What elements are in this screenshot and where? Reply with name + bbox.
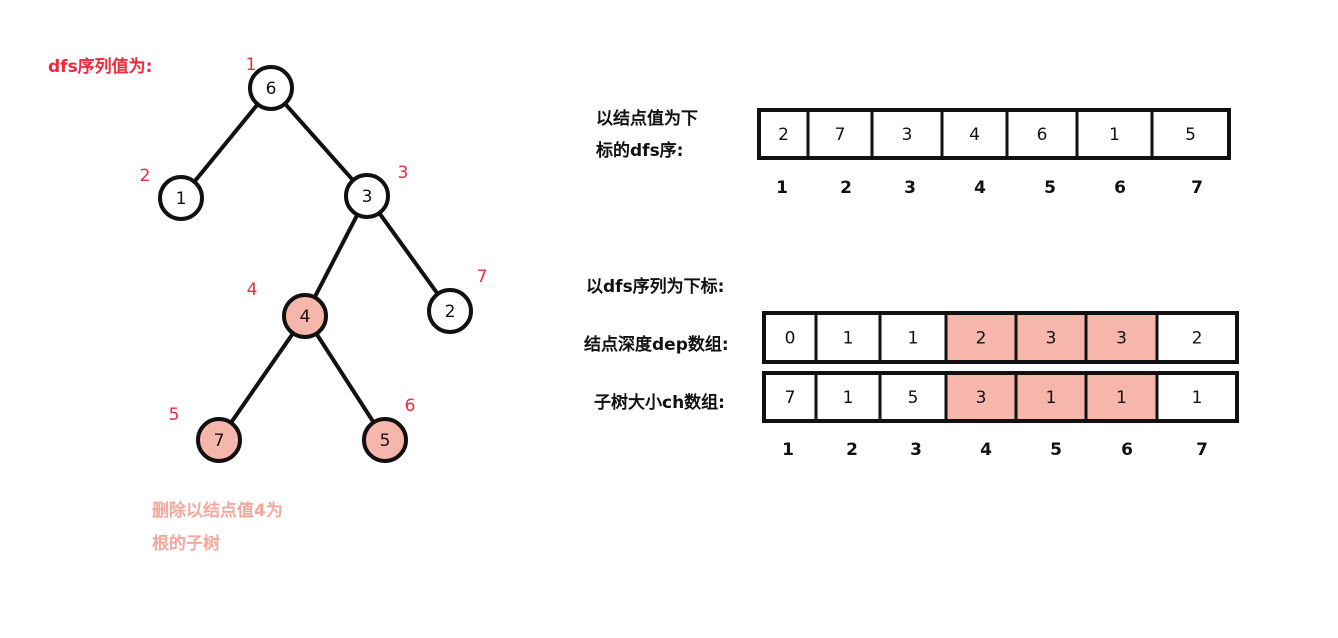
- dfs-order-label: 2: [140, 166, 151, 186]
- array-cell-value: 1: [1046, 388, 1057, 408]
- array-cell-value: 3: [1116, 329, 1127, 349]
- dep-array: 0 1 1 2 3 3 2: [762, 311, 1239, 364]
- array-border: [762, 371, 1239, 423]
- array2-index: 7: [1196, 440, 1208, 460]
- array-cell-value: 1: [1109, 125, 1120, 145]
- array1-index: 5: [1044, 178, 1056, 198]
- tree-node-value: 6: [266, 79, 277, 99]
- delete-note-line1: 删除以结点值4为: [152, 501, 283, 521]
- ch-array-label: 子树大小ch数组:: [594, 393, 725, 413]
- array1-index: 4: [974, 178, 986, 198]
- array-cell-value: 1: [1116, 388, 1127, 408]
- array-cell-value: 2: [976, 329, 987, 349]
- array-cell-value: 3: [902, 125, 913, 145]
- array1-index: 1: [776, 178, 788, 198]
- array-cell-value: 1: [843, 329, 854, 349]
- array-cell-value: 1: [843, 388, 854, 408]
- tree-node-value: 5: [380, 431, 391, 451]
- dfs-order-array: 2 7 3 4 6 1 5: [757, 108, 1231, 160]
- tree-node: [427, 288, 473, 334]
- dfs-order-label: 1: [246, 55, 257, 75]
- tree-node-value: 1: [176, 189, 187, 209]
- tree-node: [362, 417, 408, 463]
- array1-index: 7: [1191, 178, 1203, 198]
- array-cell-value: 4: [969, 125, 980, 145]
- array2-index: 2: [846, 440, 858, 460]
- array-cell-value: 7: [835, 125, 846, 145]
- tree-edge: [377, 211, 440, 296]
- array2-index: 5: [1050, 440, 1062, 460]
- array-cell-value: 5: [908, 388, 919, 408]
- array1-label-line1: 以结点值为下: [596, 109, 698, 129]
- array2-index: 3: [910, 440, 922, 460]
- array-cell-value: 0: [785, 329, 796, 349]
- array-cell-value: 7: [785, 388, 796, 408]
- tree-node-value: 7: [214, 431, 225, 451]
- array-cell-value: 2: [778, 125, 789, 145]
- array-cell-value: 2: [1192, 329, 1203, 349]
- tree-title: dfs序列值为:: [48, 57, 153, 77]
- array-cell-value: 1: [908, 329, 919, 349]
- tree-node-value: 3: [362, 187, 373, 207]
- array-cell-value: 3: [976, 388, 987, 408]
- array2-index: 6: [1121, 440, 1133, 460]
- array1-index: 6: [1114, 178, 1126, 198]
- dfs-order-label: 5: [169, 405, 180, 425]
- array-cell-highlight: [1016, 313, 1086, 362]
- tree-edge: [282, 101, 356, 183]
- dfs-order-label: 4: [247, 280, 258, 300]
- array-border: [762, 311, 1239, 364]
- array-cell-value: 6: [1037, 125, 1048, 145]
- tree-edge: [228, 331, 296, 425]
- tree-node: [282, 293, 328, 339]
- tree-node: [248, 65, 294, 111]
- delete-note-line2: 根的子树: [152, 534, 220, 554]
- array1-label-line2: 标的dfs序:: [596, 141, 684, 161]
- dfs-order-label: 3: [398, 163, 409, 183]
- tree-node-value: 2: [445, 302, 456, 322]
- array1-index: 3: [904, 178, 916, 198]
- dfs-order-label: 6: [405, 396, 416, 416]
- arrays2-caption: 以dfs序列为下标:: [586, 277, 725, 297]
- dfs-order-label: 7: [477, 267, 488, 287]
- array-cell-highlight: [946, 313, 1016, 362]
- array-cell-highlight: [946, 373, 1016, 421]
- array-cell-value: 5: [1185, 125, 1196, 145]
- tree-edge: [192, 102, 260, 184]
- array2-index: 4: [980, 440, 992, 460]
- tree-node: [158, 175, 204, 221]
- tree-node: [196, 417, 242, 463]
- tree-node: [344, 173, 390, 219]
- tree-edge: [314, 331, 376, 425]
- array-cell-highlight: [1016, 373, 1086, 421]
- dep-array-label: 结点深度dep数组:: [584, 335, 729, 355]
- array1-index: 2: [840, 178, 852, 198]
- array-cell-value: 3: [1046, 329, 1057, 349]
- array-cell-highlight: [1086, 373, 1157, 421]
- tree-node-value: 4: [300, 307, 311, 327]
- array2-index: 1: [782, 440, 794, 460]
- array-cell-value: 1: [1192, 388, 1203, 408]
- array-border: [757, 108, 1231, 160]
- array-cell-highlight: [1086, 313, 1157, 362]
- ch-array: 7 1 5 3 1 1 1: [762, 371, 1239, 423]
- tree-edge: [312, 212, 360, 300]
